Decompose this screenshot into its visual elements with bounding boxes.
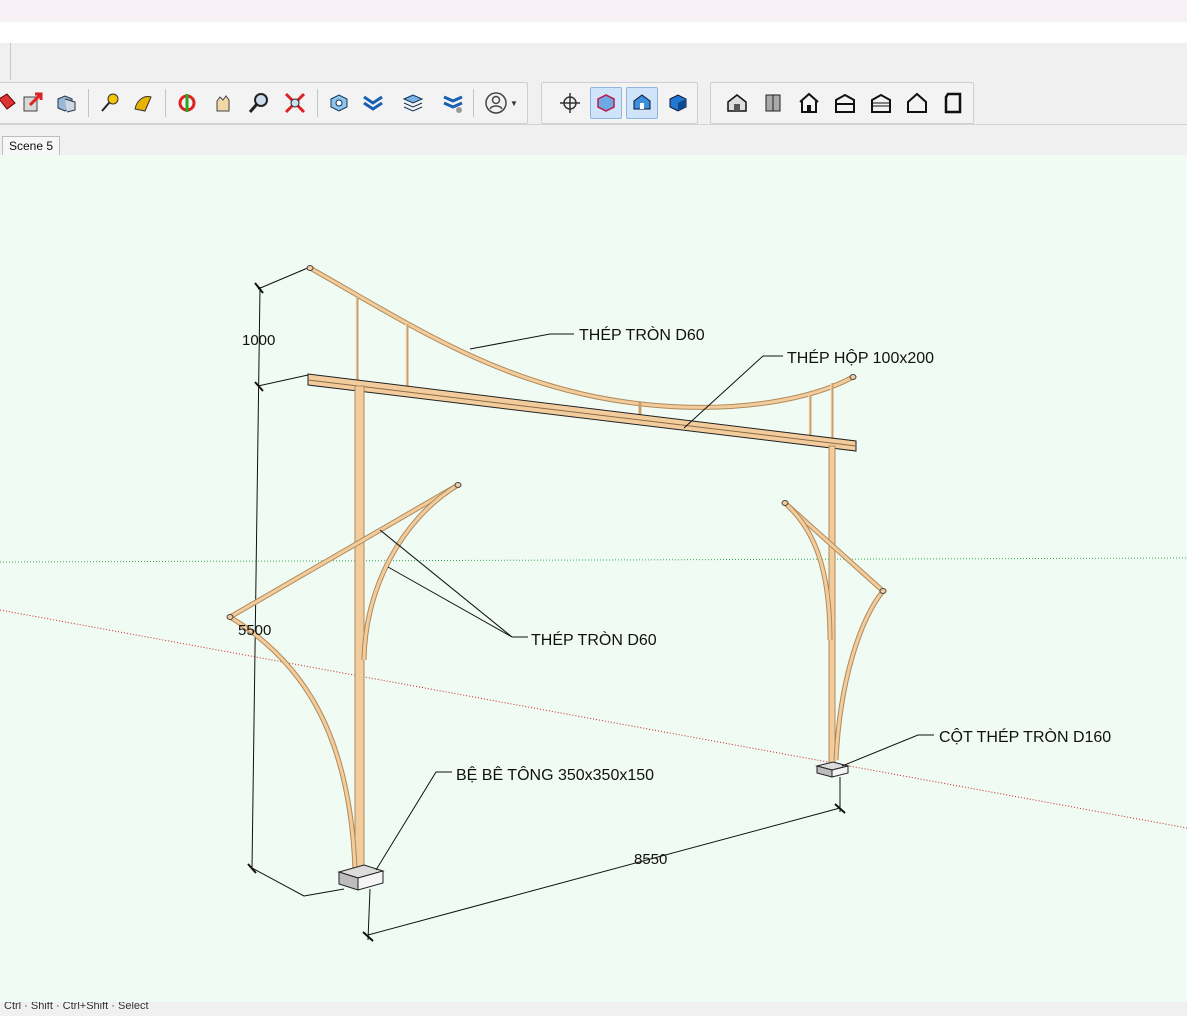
paint-bucket-button[interactable] (0, 87, 23, 119)
components-icon (57, 95, 76, 113)
account-icon (485, 92, 507, 114)
wireframe-button[interactable] (626, 87, 658, 119)
left-view-icon (907, 92, 927, 113)
toolbar-group-tools: ▼ (0, 82, 528, 124)
export-icon (23, 92, 43, 112)
iso-view-button[interactable] (721, 87, 753, 119)
layers-icon (402, 94, 424, 112)
zoom-extents-button[interactable] (279, 87, 311, 119)
scene-tab-label: Scene 5 (9, 139, 54, 153)
zoom-button[interactable] (243, 87, 275, 119)
hangers-highlight (355, 297, 832, 445)
styles-button[interactable] (357, 87, 389, 119)
status-bar: Ctrl · Shift · Ctrl+Shift · Select (0, 1002, 1187, 1016)
pan-icon (216, 95, 230, 112)
left-side-pipes (228, 482, 460, 871)
back-edges-icon (597, 94, 615, 112)
label-side-pipes: THÉP TRÒN D60 (531, 630, 657, 649)
front-view-icon (799, 92, 819, 113)
front-view-button[interactable] (793, 87, 825, 119)
toolbar-separator (88, 89, 89, 117)
right-concrete-base[interactable] (815, 761, 850, 778)
top-view-icon (765, 94, 781, 112)
dimension-text-top: 1000 (242, 332, 275, 349)
xray-button[interactable] (554, 87, 586, 119)
back-view-icon (871, 93, 891, 113)
back-view-button[interactable] (865, 87, 897, 119)
status-text: Ctrl · Shift · Ctrl+Shift · Select (4, 1002, 149, 1012)
green-axis-line (0, 557, 1187, 563)
layers-button[interactable] (397, 87, 429, 119)
toolbar-separator (473, 89, 474, 117)
orbit-button[interactable] (171, 87, 203, 119)
label-base: BỆ BÊ TÔNG 350x350x150 (456, 765, 654, 784)
right-view-icon (835, 93, 855, 113)
main-toolbar: ▼ (0, 82, 1187, 125)
paint-sample-button[interactable] (127, 87, 159, 119)
iso-view-icon (727, 94, 747, 112)
top-view-button[interactable] (757, 87, 789, 119)
window-titlebar (0, 0, 1187, 22)
shaded-button[interactable] (662, 87, 694, 119)
bottom-view-icon (944, 92, 962, 114)
label-leaders (375, 333, 934, 871)
toolbar-grip[interactable] (0, 43, 11, 80)
dimension-text-main: 5500 (238, 622, 271, 639)
zoom-extents-icon (284, 92, 306, 114)
pan-button[interactable] (207, 87, 239, 119)
wireframe-icon (633, 94, 651, 110)
left-concrete-base[interactable] (337, 864, 385, 891)
red-axis-line (0, 609, 1187, 829)
model-canvas[interactable]: 1000 5500 8550 THÉP TRÒN D60 THÉP HỘP 10… (0, 155, 1187, 1002)
tape-measure-button[interactable] (93, 87, 125, 119)
account-button[interactable]: ▼ (479, 87, 523, 119)
outliner-icon (443, 95, 463, 113)
export-button[interactable] (17, 87, 49, 119)
toolbar-row-top (0, 43, 1187, 81)
chevron-down-icon: ▼ (510, 98, 518, 108)
dimension-text-span: 8550 (634, 851, 667, 868)
bottom-view-button[interactable] (937, 87, 969, 119)
label-box-beam: THÉP HỘP 100x200 (787, 348, 934, 367)
xray-icon (560, 93, 580, 113)
model-info-icon (330, 94, 348, 112)
right-view-button[interactable] (829, 87, 861, 119)
tape-measure-icon (101, 93, 119, 112)
model-viewport[interactable]: 1000 5500 8550 THÉP TRÒN D60 THÉP HỘP 10… (0, 155, 1187, 1002)
scene-tabs-bar: Scene 5 (0, 125, 1187, 155)
components-button[interactable] (51, 87, 83, 119)
left-column[interactable] (354, 385, 365, 875)
span-dimension (362, 777, 846, 942)
label-top-pipe: THÉP TRÒN D60 (579, 325, 705, 344)
height-dimension (247, 266, 345, 897)
shaded-icon (669, 94, 687, 112)
toolbar-separator (317, 89, 318, 117)
top-curved-pipe[interactable] (309, 266, 854, 409)
paint-sample-icon (134, 96, 152, 112)
toolbar-group-face-style (541, 82, 698, 124)
styles-icon (363, 95, 383, 111)
label-column: CỘT THÉP TRÒN D160 (939, 727, 1111, 746)
box-beam-edge (307, 379, 857, 447)
pipe-end-caps (226, 265, 887, 620)
outliner-button[interactable] (437, 87, 469, 119)
toolbar-separator (165, 89, 166, 117)
tab-scene-5[interactable]: Scene 5 (2, 136, 61, 155)
hangers (355, 297, 834, 445)
right-side-pipes (783, 501, 885, 761)
model-info-button[interactable] (323, 87, 355, 119)
paint-bucket-icon (0, 93, 16, 110)
toolbar-group-views (710, 82, 974, 124)
orbit-icon (178, 94, 196, 112)
back-edges-button[interactable] (590, 87, 622, 119)
menu-bar (0, 22, 1187, 43)
left-view-button[interactable] (901, 87, 933, 119)
zoom-icon (248, 93, 268, 113)
